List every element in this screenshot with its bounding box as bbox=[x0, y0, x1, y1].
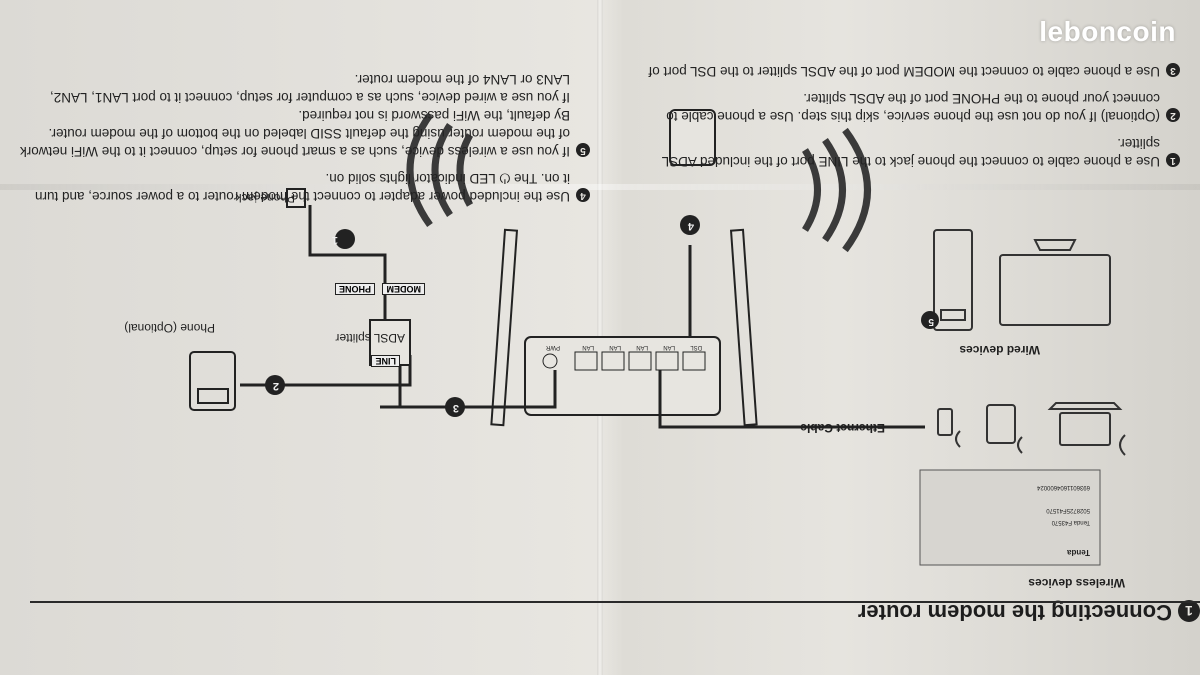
monitor-icon bbox=[999, 239, 1111, 326]
callout-2-label: 2 bbox=[272, 380, 279, 392]
router-icon bbox=[490, 228, 758, 427]
phone-cable-line bbox=[308, 205, 387, 325]
phone-jack-icon bbox=[286, 188, 306, 208]
callout-3 bbox=[445, 397, 465, 417]
step-4: 4Use the included power adapter to conne… bbox=[35, 169, 590, 205]
tablet-icon bbox=[986, 404, 1016, 444]
modem-port-label: MODEM bbox=[382, 283, 425, 295]
callout-5-label: 5 bbox=[928, 316, 934, 327]
router-port-label: PWR bbox=[546, 344, 560, 350]
phone-optional-text: Phone (Optional) bbox=[124, 321, 215, 335]
wifi-waves-icon bbox=[955, 430, 1126, 456]
ethernet-cable-label: Ethernet Cable bbox=[800, 421, 885, 435]
callout-5 bbox=[921, 311, 939, 329]
sticker-ean: 5028725F41570 bbox=[1046, 507, 1090, 513]
wireless-devices-label: Wireless devices bbox=[1028, 576, 1125, 590]
ethernet-cable bbox=[658, 370, 925, 429]
sticker-serial: 6936011604600024 bbox=[1037, 484, 1090, 490]
line-port-label: LINE bbox=[371, 355, 400, 367]
telephone-icon bbox=[189, 351, 236, 411]
sticker-model: Tenda F43570 bbox=[1051, 519, 1090, 525]
router-port-label: DSL bbox=[690, 344, 702, 350]
leboncoin-watermark: leboncoin bbox=[1039, 16, 1176, 47]
callout-3-label: 3 bbox=[452, 402, 459, 414]
router-wifi-signal-icon bbox=[406, 112, 871, 253]
wired-devices-label: Wired devices bbox=[959, 343, 1040, 357]
callout-4-label: 4 bbox=[687, 220, 694, 232]
device-label-sticker bbox=[919, 469, 1101, 566]
step-1: 1Use a phone cable to connect the phone … bbox=[662, 134, 1180, 170]
phone-port-label: PHONE bbox=[334, 283, 375, 295]
callout-1-label: 1 bbox=[331, 234, 338, 246]
router-port-label: LAN bbox=[609, 344, 621, 350]
sticker-brand: Tenda bbox=[1067, 548, 1090, 557]
router-port-label: LAN bbox=[636, 344, 648, 350]
step-3: 3Use a phone cable to connect the MODEM … bbox=[648, 62, 1180, 80]
router-port-label: LAN bbox=[663, 344, 675, 350]
step-2: 2(Optional) If you do not use the phone … bbox=[666, 89, 1180, 125]
power-adapter-icon bbox=[669, 109, 716, 166]
callout-2 bbox=[265, 375, 285, 395]
desktop-tower-icon bbox=[933, 229, 973, 331]
adsl-splitter-label: ADSL splitter bbox=[335, 331, 405, 345]
router-port-label: LAN bbox=[582, 344, 594, 350]
step-5: 5If you use a wireless device, such as a… bbox=[20, 70, 590, 160]
callout-1 bbox=[335, 229, 355, 249]
laptop-icon bbox=[1047, 402, 1123, 446]
phone-cable-3 bbox=[380, 370, 557, 409]
callout-4 bbox=[680, 215, 700, 235]
phone-icon bbox=[937, 408, 953, 436]
